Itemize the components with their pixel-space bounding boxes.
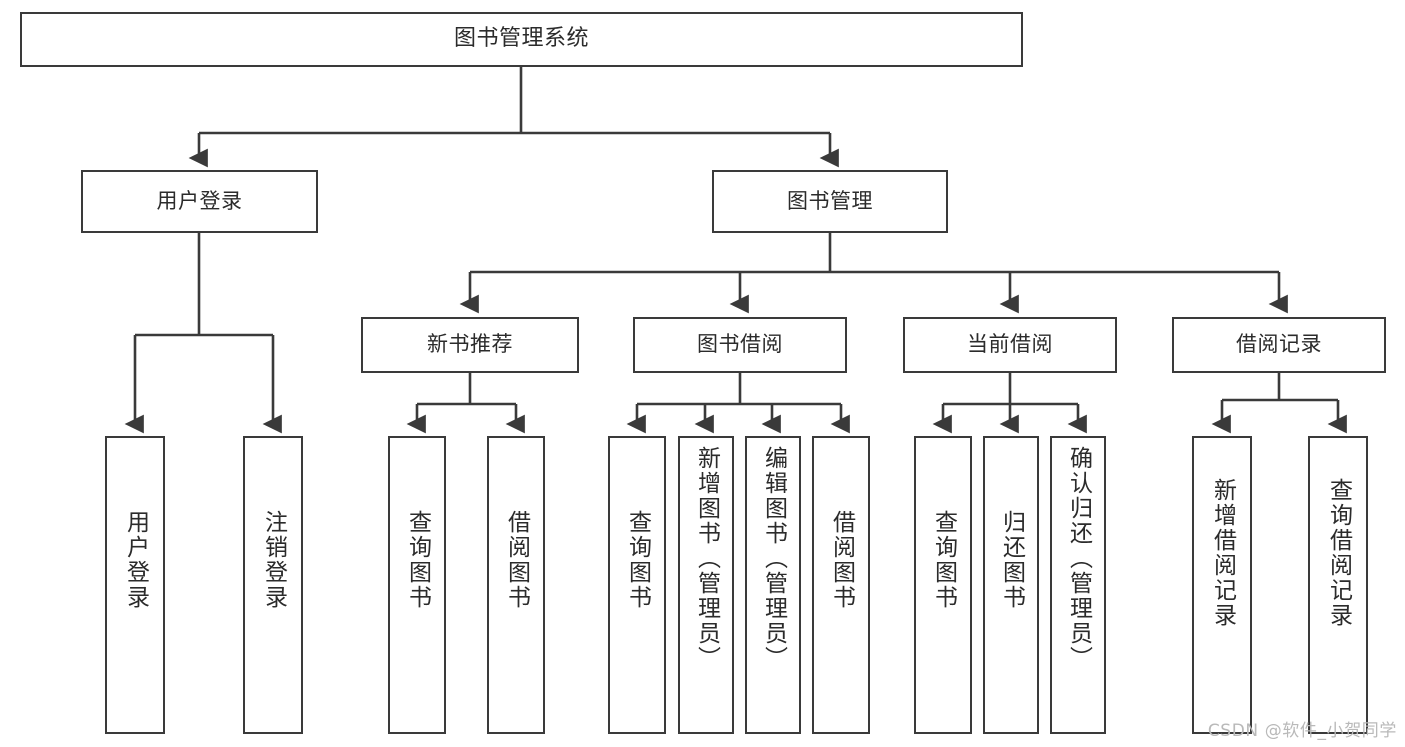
node-label: 确认归还（管理员） [1065, 446, 1092, 671]
node-label: 当前借阅 [967, 332, 1053, 357]
watermark-text: CSDN @软件_小贺同学 [1207, 721, 1397, 741]
node-label: 用户登录 [156, 188, 243, 213]
node-label: 注销登录 [260, 510, 287, 610]
node-label: 图书管理 [787, 188, 873, 213]
node-leaf-user-logout[interactable]: 注销登录 [243, 436, 303, 734]
node-leaf-borrow-book-recommend[interactable]: 借阅图书 [487, 436, 545, 734]
node-leaf-query-book-borrow[interactable]: 查询图书 [608, 436, 666, 734]
node-root-book-management-system[interactable]: 图书管理系统 [20, 12, 1023, 67]
node-book-management[interactable]: 图书管理 [712, 170, 948, 233]
node-leaf-query-book-current[interactable]: 查询图书 [914, 436, 972, 734]
node-leaf-return-book[interactable]: 归还图书 [983, 436, 1039, 734]
node-user-login[interactable]: 用户登录 [81, 170, 318, 233]
node-label: 图书管理系统 [453, 26, 589, 52]
node-leaf-add-book[interactable]: 新增图书（管理员） [678, 436, 734, 734]
node-leaf-user-login[interactable]: 用户登录 [105, 436, 165, 734]
node-leaf-confirm-return[interactable]: 确认归还（管理员） [1050, 436, 1106, 734]
node-label: 查询图书 [930, 510, 957, 610]
node-label: 借阅图书 [828, 510, 855, 610]
node-leaf-edit-book[interactable]: 编辑图书（管理员） [745, 436, 801, 734]
node-leaf-borrow-book[interactable]: 借阅图书 [812, 436, 870, 734]
node-label: 编辑图书（管理员） [760, 446, 787, 671]
node-leaf-add-borrow-record[interactable]: 新增借阅记录 [1192, 436, 1252, 734]
node-label: 用户登录 [122, 510, 149, 610]
node-label: 查询借阅记录 [1325, 478, 1352, 628]
node-label: 借阅图书 [503, 510, 530, 610]
node-label: 查询图书 [404, 510, 431, 610]
node-leaf-query-borrow-record[interactable]: 查询借阅记录 [1308, 436, 1368, 734]
node-label: 新增借阅记录 [1209, 478, 1236, 628]
node-leaf-query-book-recommend[interactable]: 查询图书 [388, 436, 446, 734]
node-label: 新增图书（管理员） [693, 446, 720, 671]
node-label: 图书借阅 [697, 332, 783, 357]
node-label: 借阅记录 [1236, 332, 1322, 357]
node-label: 查询图书 [624, 510, 651, 610]
node-current-borrow[interactable]: 当前借阅 [903, 317, 1117, 373]
node-borrow-record[interactable]: 借阅记录 [1172, 317, 1386, 373]
node-book-borrow[interactable]: 图书借阅 [633, 317, 847, 373]
node-label: 归还图书 [998, 510, 1025, 610]
node-label: 新书推荐 [427, 332, 513, 357]
node-new-book-recommend[interactable]: 新书推荐 [361, 317, 579, 373]
